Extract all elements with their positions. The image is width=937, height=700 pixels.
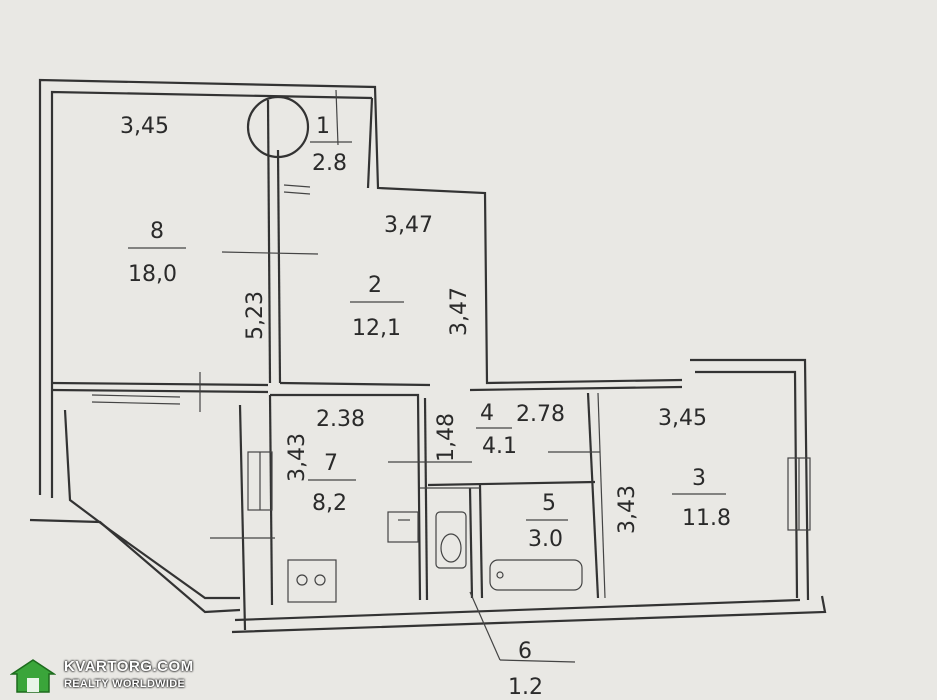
fixtures [246,95,583,603]
room-area-1: 2.8 [312,151,347,176]
room-area-3: 11.8 [682,506,731,531]
room-number-3: 3 [692,466,706,491]
dim-room8-width: 3,45 [120,114,169,139]
dim-room7-height: 3,43 [285,433,310,482]
dim-room2-width: 3,47 [384,213,433,238]
dim-room8-height: 5,23 [243,291,268,340]
dim-room7-width: 2.38 [316,407,365,432]
dim-room3-width: 3,45 [658,406,707,431]
room-number-7: 7 [324,451,338,476]
room-area-5: 3.0 [528,527,563,552]
dimension-labels: 3,45 5,23 3,47 3,47 2.38 3,43 1,48 2.78 … [120,114,707,534]
outer-walls [29,78,827,634]
dim-corridor-height: 1,48 [434,413,459,462]
room-number-5: 5 [542,491,556,516]
house-logo-icon [10,659,56,693]
room-area-8: 18,0 [128,262,177,287]
toilet-icon [435,511,467,569]
room-area-2: 12,1 [352,316,401,341]
room-number-1: 1 [316,114,330,139]
room-area-4: 4.1 [482,434,517,459]
room-labels: 8 18,0 1 2.8 2 12,1 7 8,2 4 4.1 5 3.0 3 … [128,114,731,700]
dim-room2-height: 3,47 [447,287,472,336]
watermark: KVARTORG.COM REALTY WORLDWIDE [8,656,208,696]
watermark-name: KVARTORG.COM [64,658,194,675]
stove-icon [287,559,337,603]
column-icon [246,95,310,159]
room-area-7: 8,2 [312,491,347,516]
dim-room4-width: 2.78 [516,402,565,427]
bathtub-icon [489,559,583,591]
sink-icon [387,511,419,543]
interior-walls [51,89,683,663]
dim-room3-height: 3,43 [615,485,640,534]
room-number-8: 8 [150,219,164,244]
room-number-6: 6 [518,639,532,664]
windows [247,451,811,531]
room-number-4: 4 [480,401,494,426]
room-area-6: 1.2 [508,675,543,700]
watermark-tagline: REALTY WORLDWIDE [64,678,186,690]
room-number-2: 2 [368,273,382,298]
